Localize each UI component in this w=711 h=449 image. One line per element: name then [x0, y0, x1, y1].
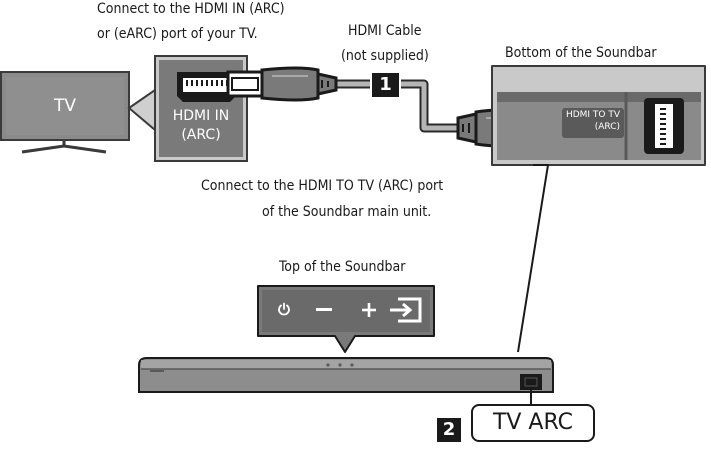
soundbar-port-note-line2: of the Soundbar main unit.	[262, 204, 432, 220]
soundbar-port-label-line2: (ARC)	[594, 122, 620, 132]
top-of-soundbar-title: Top of the Soundbar	[279, 259, 406, 275]
tv-port-note-line1: Connect to the HDMI IN (ARC)	[97, 1, 285, 17]
hdmi-in-label-line1: HDMI IN	[172, 108, 230, 124]
plus-icon	[360, 301, 378, 319]
tv-illustration	[0, 71, 130, 154]
soundbar-body	[138, 357, 554, 404]
soundbar-port-label-line1: HDMI TO TV	[565, 110, 621, 120]
bottom-of-soundbar-title: Bottom of the Soundbar	[505, 45, 657, 61]
power-icon	[276, 301, 292, 317]
step-1-badge: 1	[370, 73, 401, 97]
soundbar-top-panel	[257, 285, 435, 353]
minus-icon	[316, 308, 332, 311]
tv-arc-label: TV ARC	[471, 404, 595, 442]
tv-label: TV	[53, 96, 76, 116]
cable-label-line2: (not supplied)	[341, 48, 429, 64]
bottom-panel-callout-pointer	[517, 164, 549, 353]
soundbar-port-note-line1: Connect to the HDMI TO TV (ARC) port	[201, 178, 444, 194]
tv-callout-pointer	[127, 88, 156, 133]
soundbar-bottom-panel	[491, 65, 706, 166]
source-input-icon	[388, 295, 424, 325]
tv-port-note-line2: or (eARC) port of your TV.	[97, 26, 258, 42]
step-2-badge: 2	[437, 418, 461, 442]
hdmi-in-label-line2: (ARC)	[181, 127, 221, 143]
cable-label-line1: HDMI Cable	[348, 23, 422, 39]
